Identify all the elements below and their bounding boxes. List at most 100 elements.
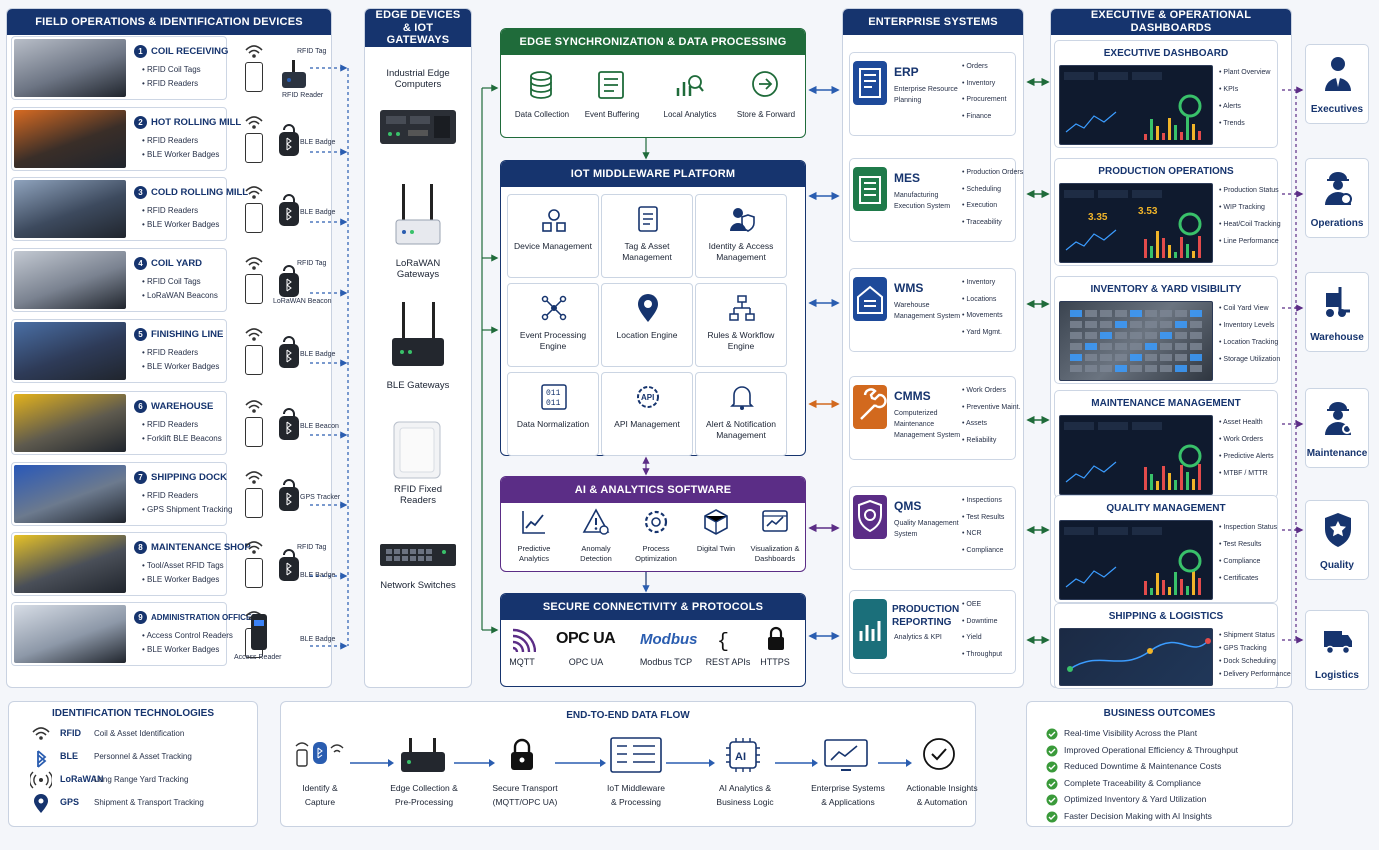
middleware-tile-label: Identity & Access Management — [708, 241, 774, 263]
tag-card-icon — [245, 274, 263, 304]
middleware-tile: Rules & Workflow Engine — [695, 283, 787, 367]
dashboard-screenshot — [1059, 628, 1213, 686]
opc-ua-logo: OPC UA — [556, 630, 616, 648]
dashboard-item: • Compliance — [1219, 558, 1261, 565]
system-item-text: Reliability — [966, 436, 997, 444]
field-row-title-text: ADMINISTRATION OFFICES — [151, 613, 257, 622]
flow-step-label: IoT Middleware& Processing — [586, 782, 686, 809]
dashboard-title: PRODUCTION OPERATIONS — [1098, 166, 1234, 177]
dashboard-item: • Certificates — [1219, 575, 1259, 582]
modbus-logo: Modbus — [640, 631, 698, 648]
system-item: • Locations — [962, 295, 997, 303]
edge-sync-panel: EDGE SYNCHRONIZATION & DATA PROCESSING — [500, 28, 806, 138]
outcome-text: Real-time Visibility Across the Plant — [1064, 728, 1198, 738]
check-circle-icon — [1046, 777, 1058, 795]
system-item-text: Test Results — [966, 513, 1005, 521]
flow-step-label: Enterprise Systems& Applications — [798, 782, 898, 809]
field-row-number: 7 — [134, 471, 147, 484]
system-subtitle-line: Maintenance — [894, 420, 935, 428]
dashboard-item: • GPS Tracking — [1219, 645, 1267, 652]
system-item-text: Throughput — [966, 650, 1003, 658]
dashboard-item-text: GPS Tracking — [1223, 645, 1267, 652]
wireless-icon — [243, 468, 265, 491]
system-icon — [853, 167, 887, 211]
dashboard-item: • Inventory Levels — [1219, 322, 1275, 329]
field-row-line: • BLE Worker Badges — [142, 362, 220, 371]
dashboard-item: • KPIs — [1219, 86, 1239, 93]
flow-step-label: Secure Transport(MQTT/OPC UA) — [475, 782, 575, 809]
check-circle-icon — [1046, 810, 1058, 828]
field-operations-title: FIELD OPERATIONS & IDENTIFICATION DEVICE… — [7, 9, 331, 35]
role-label: Logistics — [1315, 670, 1359, 681]
field-row-number: 1 — [134, 45, 147, 58]
flow-step-line: & Applications — [821, 796, 875, 807]
middleware-tile: Device Management — [507, 194, 599, 278]
device-label: GPS Tracker — [300, 494, 341, 501]
field-photo — [14, 394, 126, 452]
field-row-number: 9 — [134, 611, 147, 624]
field-photo — [14, 110, 126, 168]
check-circle-icon — [1046, 793, 1058, 811]
idtech-name: RFID — [60, 728, 81, 738]
field-row-line: • GPS Shipment Tracking — [142, 505, 233, 514]
dashboard-item: • Production Status — [1219, 187, 1279, 194]
system-item-text: Production Orders — [966, 169, 1024, 176]
middleware-tile-label: Location Engine — [616, 330, 678, 340]
field-photo — [14, 180, 126, 238]
field-row-line: • BLE Worker Badges — [142, 220, 220, 229]
device-label: BLE Beacon — [300, 423, 339, 430]
dashboard-item-text: WIP Tracking — [1223, 204, 1265, 211]
operations-worker-icon — [1322, 169, 1354, 212]
dashboard-item-text: MTBF / MTTR — [1223, 470, 1268, 477]
dashboard-item-text: Asset Health — [1223, 419, 1263, 426]
system-subtitle-line: Management System — [894, 312, 961, 320]
field-row-title-text: MAINTENANCE SHOP — [151, 542, 251, 553]
maintenance-worker-icon — [1322, 399, 1354, 442]
svg-text:011: 011 — [546, 389, 561, 398]
dashboard-item: • Work Orders — [1219, 436, 1263, 443]
field-photo — [14, 251, 126, 309]
system-icon — [853, 61, 887, 105]
dashboard-item: • Inspection Status — [1219, 524, 1278, 531]
dashboard-item: • WIP Tracking — [1219, 204, 1265, 211]
flow-arrow — [878, 755, 912, 773]
device-label: RFID Reader — [282, 92, 324, 99]
data-collection-icon — [527, 70, 557, 105]
device-label: RFID Tag — [297, 48, 327, 55]
system-item: • Reliability — [962, 436, 997, 444]
field-row-number: 4 — [134, 257, 147, 270]
flow-step-line: Identify & — [302, 783, 338, 793]
rfid-reader-icon — [393, 421, 441, 479]
dashboard-kpi-value: 3.53 — [1138, 206, 1158, 217]
dashboard-item-text: Location Tracking — [1223, 339, 1279, 346]
field-row-line: • Forklift BLE Beacons — [142, 434, 222, 443]
dashboard-screenshot — [1059, 65, 1213, 145]
system-icon — [853, 385, 887, 429]
system-item-text: NCR — [966, 530, 982, 537]
rfid-wave-icon — [30, 724, 52, 751]
field-row-line: • RFID Coil Tags — [142, 277, 201, 286]
system-item: • Work Orders — [962, 387, 1006, 394]
system-item-text: Inventory — [966, 279, 996, 286]
flow-arrow — [454, 755, 495, 773]
flow-step-line: IoT Middleware — [607, 783, 665, 793]
dashboards-title: EXECUTIVE & OPERATIONAL DASHBOARDS — [1051, 9, 1291, 35]
predictive-analytics-icon — [520, 508, 548, 541]
field-row-line: • RFID Readers — [142, 136, 199, 145]
system-item: • Yield — [962, 634, 982, 641]
dashboard-item-text: Dock Scheduling — [1223, 658, 1276, 665]
ai-item-label: Anomaly Detection — [580, 544, 612, 564]
dashboard-item-text: Shipment Status — [1223, 632, 1275, 639]
forklift-icon — [1322, 283, 1354, 326]
dashboard-item-text: Line Performance — [1223, 238, 1279, 245]
system-item-text: Procurement — [966, 96, 1007, 103]
system-item: • Traceability — [962, 218, 1002, 226]
flow-step-label: Edge Collection &Pre-Processing — [374, 782, 474, 809]
field-row-number: 8 — [134, 541, 147, 554]
edge-item: LoRaWAN Gateways — [370, 180, 466, 290]
